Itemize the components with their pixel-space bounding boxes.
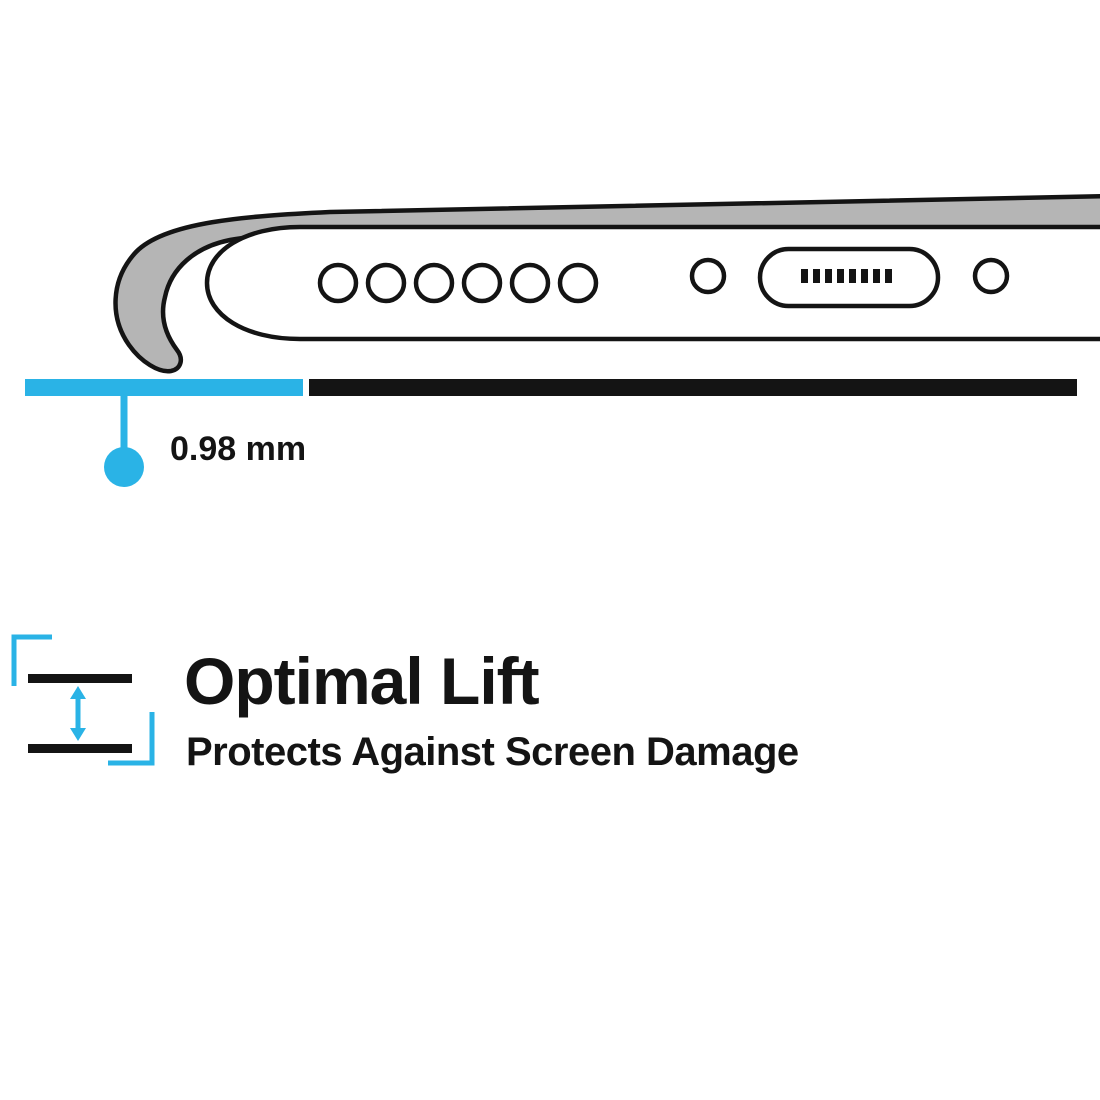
gap-arrow-icon [70,686,86,741]
bracket-top-left-icon [11,634,52,686]
speaker-hole-icon [365,262,407,304]
screw-hole-left-icon [689,257,727,295]
lift-top-surface-icon [28,674,132,683]
measurement-dot [104,447,144,487]
speaker-hole-icon [557,262,599,304]
lift-measurement-value: 0.98 mm [170,430,307,468]
feature-title: Optimal Lift [184,644,540,718]
speaker-hole-icon [413,262,455,304]
measurement-pointer [104,396,144,487]
surface-accent-bar [25,379,303,396]
charging-port-icon [757,246,941,309]
bracket-bottom-right-icon [108,712,155,766]
speaker-hole-icon [317,262,359,304]
speaker-holes [317,262,599,304]
lift-icon [11,634,155,766]
feature-subtitle: Protects Against Screen Damage [186,730,799,774]
port-pins-icon [801,269,892,283]
surface-bar [309,379,1077,396]
screw-hole-right-icon [972,257,1010,295]
speaker-hole-icon [461,262,503,304]
lift-bottom-surface-icon [28,744,132,753]
speaker-hole-icon [509,262,551,304]
